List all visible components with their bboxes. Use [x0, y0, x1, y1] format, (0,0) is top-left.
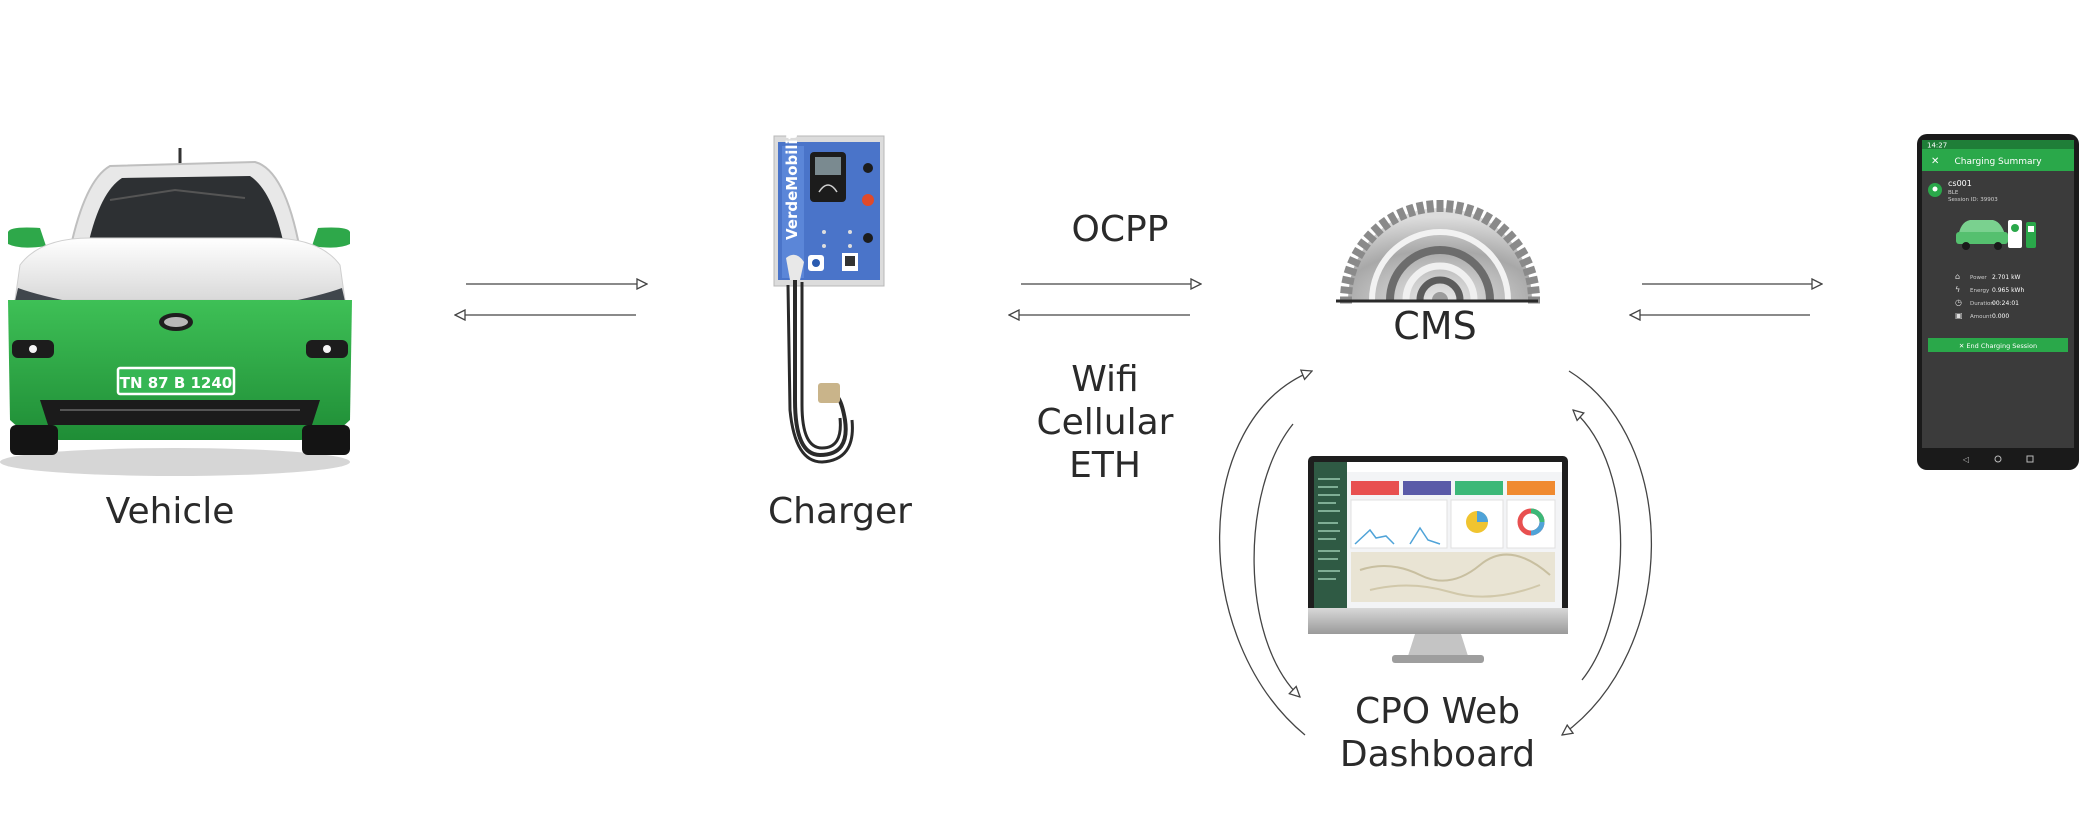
- phone-charger-id: cs001: [1948, 179, 1972, 188]
- phone-session-line: Session ID: 39903: [1948, 197, 1998, 203]
- gear-tooth: [1496, 223, 1510, 237]
- transport-wifi: Wifi: [1071, 359, 1139, 400]
- vehicle-label: Vehicle: [105, 491, 235, 532]
- charger-brand: VerdeMobility: [783, 122, 801, 240]
- gear-tooth: [1347, 256, 1362, 268]
- gear-tooth: [1480, 211, 1494, 226]
- cms-label: CMS: [1393, 304, 1477, 348]
- vehicle-image: TN 87 B 1240: [0, 148, 352, 476]
- gear-tooth: [1415, 201, 1426, 215]
- transport-eth: ETH: [1069, 445, 1141, 486]
- gear-tooth: [1518, 256, 1533, 268]
- close-icon: ✕: [1931, 156, 1939, 167]
- gear-tooth: [1357, 238, 1371, 252]
- gear-tooth: [1351, 246, 1366, 260]
- plug-icon: ⌂: [1955, 272, 1960, 281]
- mobile-app-phone: 14:27 ✕ Charging Summary cs001 BLE Sessi…: [1917, 134, 2079, 470]
- gear-tooth: [1509, 238, 1523, 252]
- gear-tooth: [1454, 201, 1465, 215]
- cms-dashboard-arrows: [1219, 370, 1652, 736]
- summary-row-value: 0.000: [1992, 313, 2009, 320]
- cms-logo: [1336, 200, 1540, 304]
- summary-row-value: 0.965 kWh: [1992, 287, 2024, 294]
- car-charging-illustration: [1956, 220, 2036, 250]
- dashboard-label: CPO Web Dashboard: [1300, 690, 1575, 776]
- summary-row-label: Power: [1970, 275, 1987, 281]
- cash-icon: ▣: [1955, 311, 1963, 320]
- dashboard-label-line2: Dashboard: [1339, 734, 1536, 775]
- gear-tooth: [1527, 286, 1540, 295]
- number-plate: TN 87 B 1240: [120, 374, 233, 392]
- arrow-down-right: [1562, 370, 1652, 735]
- gear-tooth: [1503, 230, 1517, 244]
- clock-icon: ◷: [1955, 298, 1962, 307]
- gear-tooth: [1370, 223, 1384, 237]
- arrow-up-right: [1573, 410, 1622, 681]
- cms-phone-arrows: [1630, 284, 1822, 315]
- gear-tooth: [1514, 246, 1529, 260]
- protocol-label: OCPP: [1071, 209, 1169, 250]
- gear-tooth: [1522, 265, 1537, 277]
- summary-row-value: 2.701 kW: [1992, 274, 2021, 281]
- charger-label: Charger: [768, 491, 912, 532]
- summary-row-value: 00:24:01: [1992, 300, 2019, 307]
- phone-screen-title: Charging Summary: [1954, 157, 2042, 167]
- gear-tooth: [1463, 203, 1475, 218]
- gear-tooth: [1445, 200, 1454, 213]
- gear-tooth: [1525, 275, 1539, 286]
- transport-cellular: Cellular: [1036, 402, 1174, 443]
- summary-row-label: Amount: [1970, 314, 1992, 320]
- gear-tooth: [1405, 203, 1417, 218]
- dashboard-monitor: [1308, 456, 1568, 663]
- gear-tooth: [1386, 211, 1400, 226]
- gear-tooth: [1378, 217, 1392, 231]
- gear-tooth: [1396, 207, 1408, 222]
- charger-image: VerdeMobility: [773, 122, 885, 464]
- gear-tooth: [1363, 230, 1377, 244]
- transport-labels: Wifi Cellular ETH: [1020, 358, 1190, 487]
- home-nav-icon: [1994, 455, 2002, 463]
- summary-row-label: Energy: [1970, 288, 1990, 294]
- bolt-icon: ϟ: [1955, 285, 1960, 294]
- arrow-up-left: [1219, 371, 1312, 736]
- gear-tooth: [1472, 207, 1484, 222]
- end-charging-session-label: ✕ End Charging Session: [1959, 342, 2037, 350]
- summary-row-label: Duration: [1970, 301, 1994, 307]
- charger-cms-arrows: [1009, 284, 1201, 315]
- recents-nav-icon: [2026, 455, 2034, 463]
- gear-tooth: [1340, 286, 1353, 295]
- phone-charger-sub: BLE: [1948, 190, 1959, 196]
- phone-status-time: 14:27: [1927, 142, 1947, 150]
- gear-tooth: [1426, 200, 1435, 213]
- gear-tooth: [1341, 275, 1355, 286]
- gear-tooth: [1488, 217, 1502, 231]
- arrow-down-left: [1253, 423, 1300, 697]
- vehicle-charger-arrows: [455, 284, 647, 315]
- dashboard-label-line1: CPO Web: [1354, 691, 1521, 732]
- end-charging-session-button[interactable]: [1928, 338, 2068, 352]
- back-nav-icon: ◁: [1962, 455, 1969, 464]
- gear-tooth: [1343, 265, 1358, 277]
